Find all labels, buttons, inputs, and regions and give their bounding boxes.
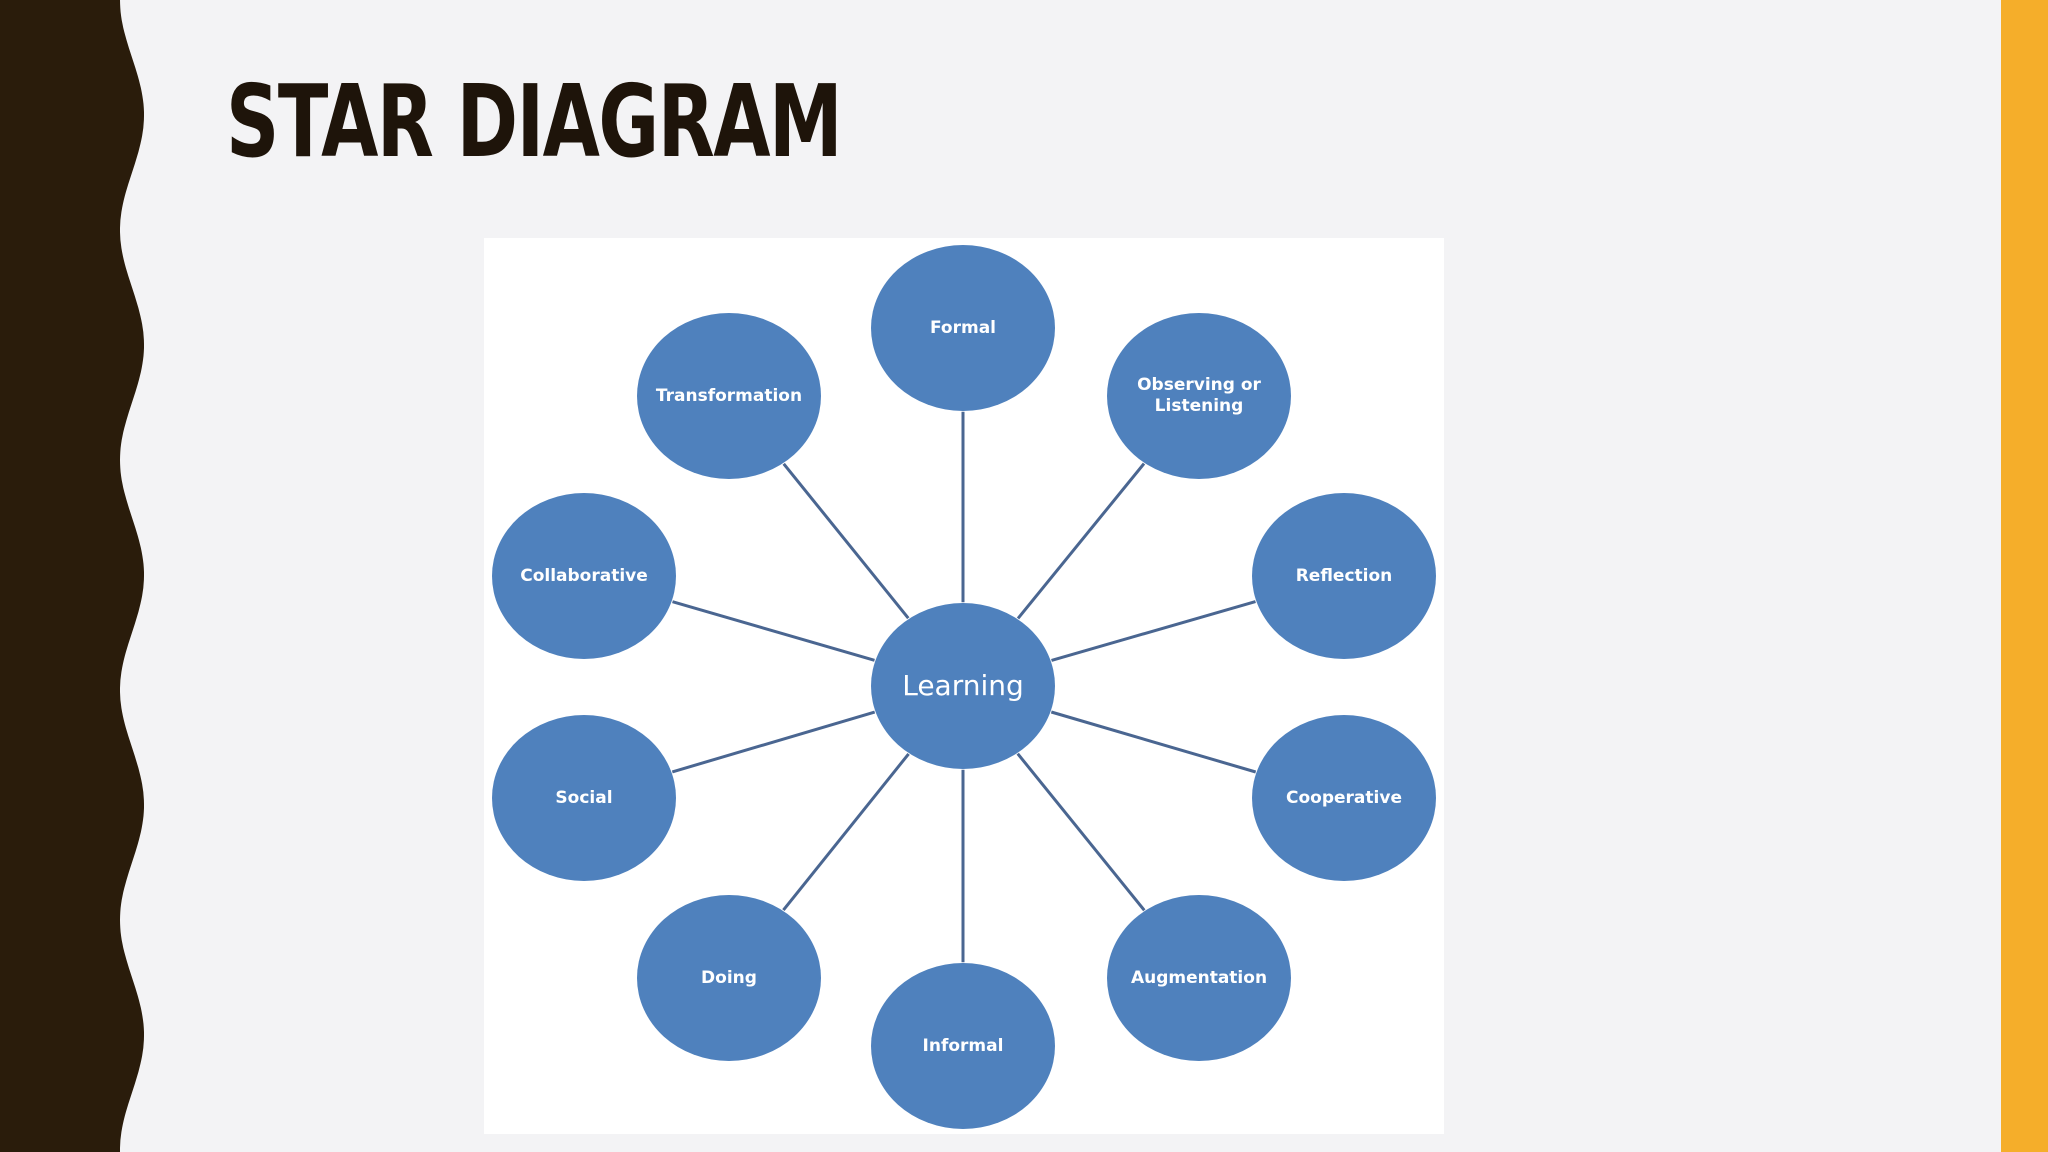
left-wavy-band [0,0,144,1152]
node-collaborative [492,493,676,659]
connector-social [671,710,876,774]
node-cooperative [1252,715,1436,881]
node-observing-or-listening [1107,313,1291,479]
node-formal [871,245,1055,411]
connector-augmentation [1016,752,1146,912]
node-learning [871,603,1055,769]
connector-doing [782,752,910,912]
right-accent-bar [2001,0,2048,1152]
connector-transformation [782,462,910,620]
node-reflection [1252,493,1436,659]
node-augmentation [1107,895,1291,1061]
node-informal [871,963,1055,1129]
connector-reflection [1051,600,1256,662]
page-title: STAR DIAGRAM [226,63,843,180]
node-transformation [637,313,821,479]
connector-cooperative [1050,710,1257,774]
node-social [492,715,676,881]
connector-observing-or-listening [1016,462,1146,620]
connector-collaborative [672,600,875,662]
star-diagram-canvas [492,245,1436,1129]
node-doing [637,895,821,1061]
